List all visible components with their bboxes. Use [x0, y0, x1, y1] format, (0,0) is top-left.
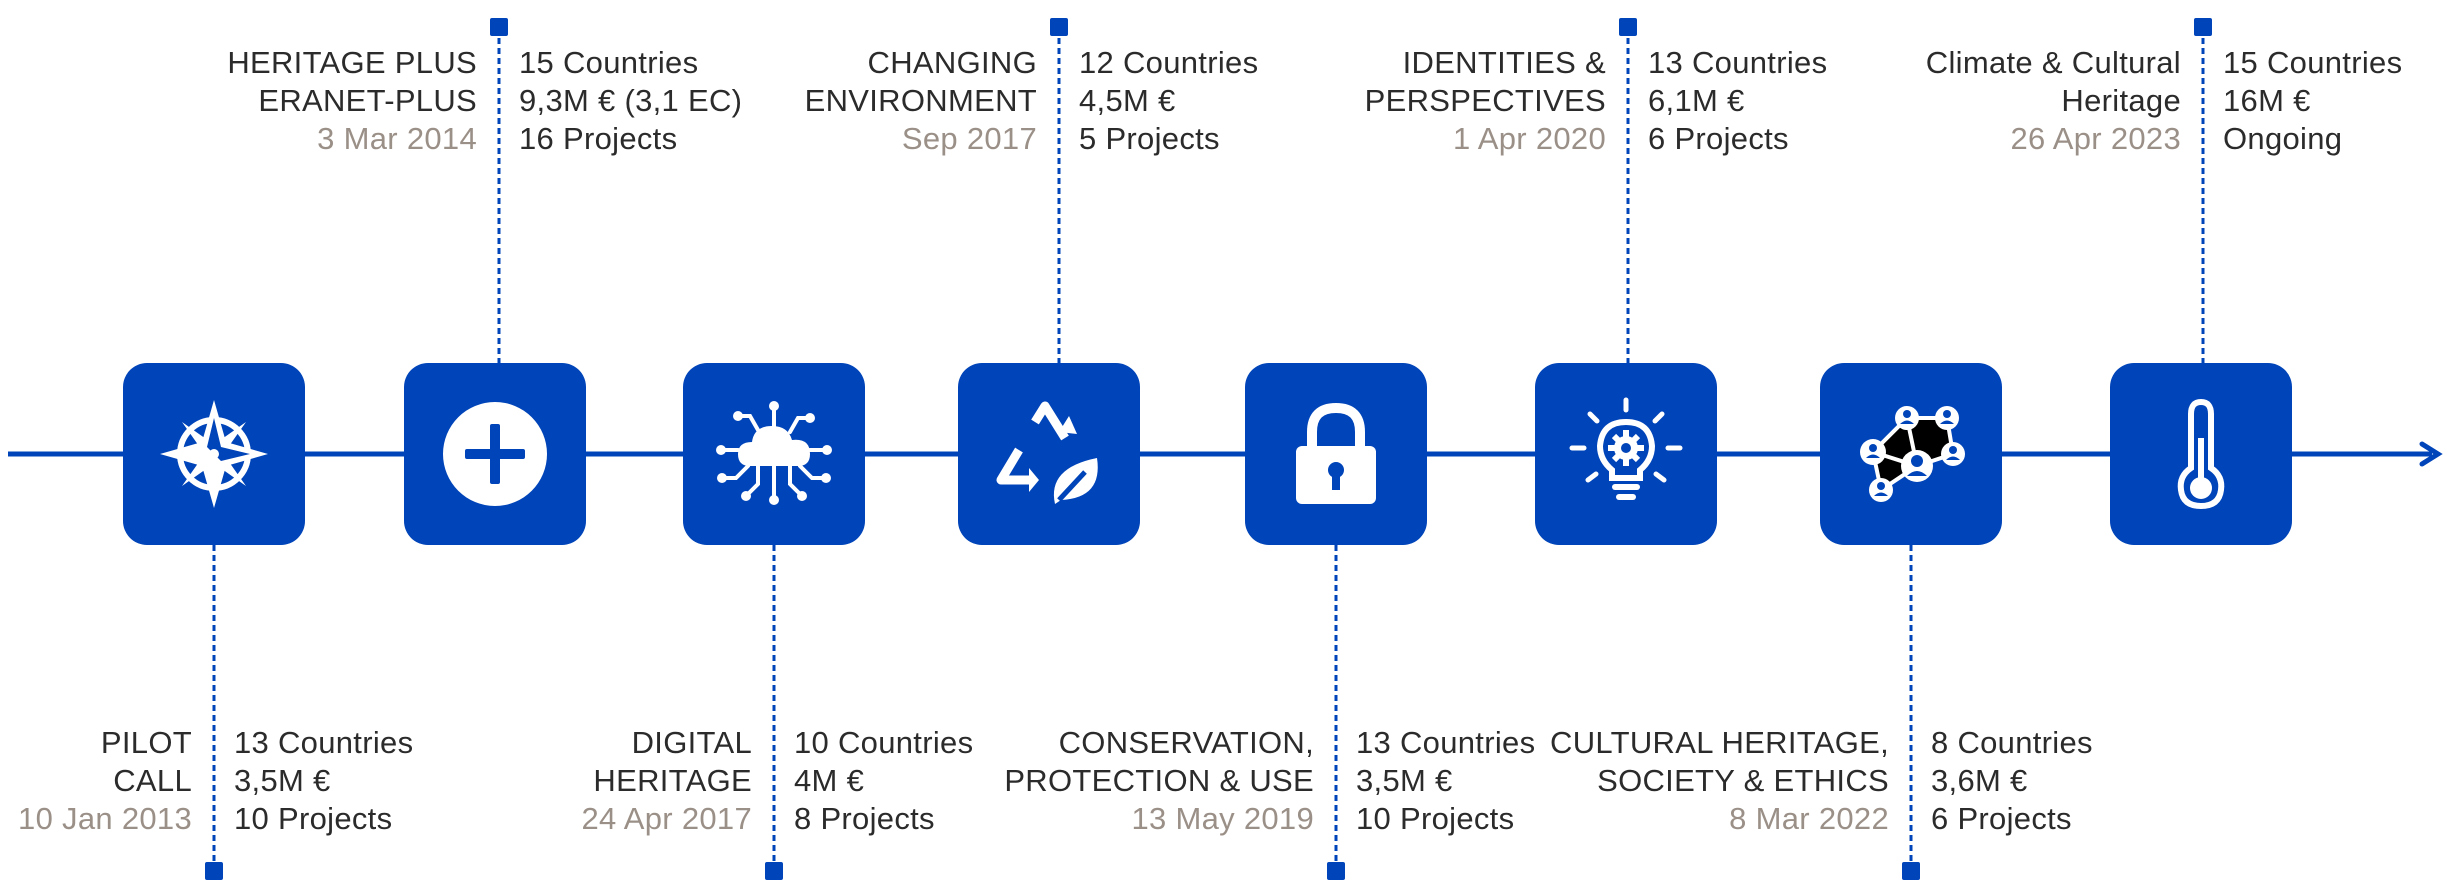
event-title-line: CHANGING — [867, 45, 1037, 80]
event-icon-box — [404, 363, 586, 545]
event-date: 3 Mar 2014 — [317, 121, 477, 156]
event-date: 13 May 2019 — [1131, 801, 1314, 836]
recycle-leaf-icon — [996, 401, 1098, 504]
event-title-line: IDENTITIES & — [1402, 45, 1606, 80]
cloud-network-icon — [716, 401, 832, 505]
event-icon-box — [683, 363, 865, 545]
event-stat: 13 Countries — [1648, 45, 1828, 80]
event-stat: Ongoing — [2223, 121, 2343, 156]
event-stat: 15 Countries — [519, 45, 699, 80]
event-stat: 6,1M € — [1648, 83, 1745, 118]
event-stat: 6 Projects — [1648, 121, 1789, 156]
event-title-line: Heritage — [2061, 83, 2181, 118]
event-title-line: PILOT — [100, 725, 192, 760]
connector-marker — [2194, 18, 2212, 36]
event-stat: 10 Countries — [794, 725, 974, 760]
event-stat: 6 Projects — [1931, 801, 2072, 836]
event-stat: 15 Countries — [2223, 45, 2403, 80]
event-stat: 10 Projects — [1356, 801, 1515, 836]
event-title-line: CONSERVATION, — [1058, 725, 1314, 760]
connector-marker — [205, 862, 223, 880]
event-title-line: HERITAGE — [593, 763, 752, 798]
event-icon-box — [1820, 363, 2002, 545]
event-title-line: CULTURAL HERITAGE, — [1550, 725, 1889, 760]
connector-marker — [1619, 18, 1637, 36]
event-date: 10 Jan 2013 — [18, 801, 192, 836]
event-title-line: ERANET-PLUS — [258, 83, 477, 118]
timeline-arrowhead — [2419, 441, 2443, 467]
lightbulb-gear-icon — [1569, 397, 1683, 500]
event-icon-box — [123, 363, 305, 545]
padlock-icon — [1296, 402, 1376, 504]
event-stat: 9,3M € (3,1 EC) — [519, 83, 743, 118]
event-stat: 3,6M € — [1931, 763, 2028, 798]
event-stat: 4,5M € — [1079, 83, 1176, 118]
event-stat: 16 Projects — [519, 121, 678, 156]
event-stat: 3,5M € — [234, 763, 331, 798]
event-stat: 8 Projects — [794, 801, 935, 836]
event-icon-box — [958, 363, 1140, 545]
event-stat: 5 Projects — [1079, 121, 1220, 156]
event-title-line: HERITAGE PLUS — [227, 45, 477, 80]
event-date: 8 Mar 2022 — [1729, 801, 1889, 836]
event-icon-box — [2110, 363, 2292, 545]
event-title-line: PERSPECTIVES — [1364, 83, 1606, 118]
event-title-line: Climate & Cultural — [1925, 45, 2181, 80]
event-stat: 13 Countries — [1356, 725, 1536, 760]
event-stat: 8 Countries — [1931, 725, 2093, 760]
compass-icon — [160, 400, 268, 508]
event-stat: 13 Countries — [234, 725, 414, 760]
thermometer-icon — [2177, 398, 2225, 510]
event-title-line: PROTECTION & USE — [1004, 763, 1314, 798]
connector-marker — [1050, 18, 1068, 36]
event-date: 26 Apr 2023 — [2010, 121, 2181, 156]
event-stat: 12 Countries — [1079, 45, 1259, 80]
event-date: Sep 2017 — [901, 121, 1037, 156]
event-stat: 10 Projects — [234, 801, 393, 836]
connector-marker — [1327, 862, 1345, 880]
event-stat: 3,5M € — [1356, 763, 1453, 798]
event-title-line: DIGITAL — [631, 725, 752, 760]
plus-circle-icon — [443, 402, 547, 506]
connector-marker — [1902, 862, 1920, 880]
event-stat: 16M € — [2223, 83, 2311, 118]
event-icon-box — [1535, 363, 1717, 545]
event-icon-box — [1245, 363, 1427, 545]
event-title-line: SOCIETY & ETHICS — [1597, 763, 1889, 798]
event-title-line: ENVIRONMENT — [804, 83, 1037, 118]
event-stat: 4M € — [794, 763, 865, 798]
connector-marker — [490, 18, 508, 36]
people-network-icon — [1860, 406, 1965, 502]
event-date: 1 Apr 2020 — [1453, 121, 1606, 156]
connector-marker — [765, 862, 783, 880]
event-title-line: CALL — [113, 763, 192, 798]
event-date: 24 Apr 2017 — [581, 801, 752, 836]
